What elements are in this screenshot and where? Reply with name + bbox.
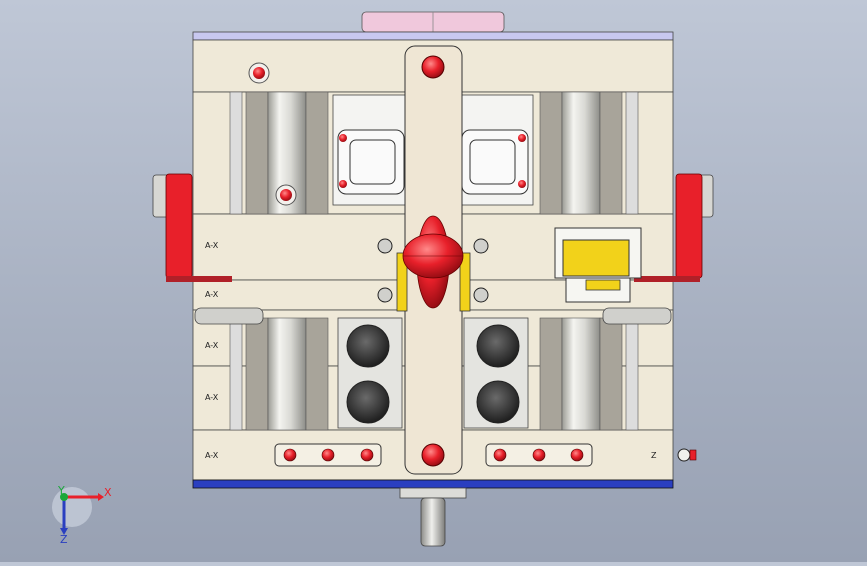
yellow-indicator-block bbox=[554, 227, 642, 303]
y-axis-label: Y bbox=[57, 484, 65, 497]
center-release-knob bbox=[402, 215, 464, 309]
gray-lock-screws bbox=[377, 238, 489, 303]
top-locating-ring bbox=[361, 11, 505, 33]
plate-label: A-X bbox=[205, 341, 219, 350]
plate-label: A-X bbox=[205, 393, 219, 402]
x-axis-label: X bbox=[104, 486, 112, 499]
coolant-fitting bbox=[677, 448, 697, 462]
ejector-pockets bbox=[337, 317, 529, 429]
lower-guide-pillars bbox=[229, 317, 639, 431]
right-side-handle bbox=[634, 173, 714, 282]
corner-mark: Z bbox=[651, 451, 657, 460]
plate-label: A-X bbox=[205, 451, 219, 460]
plate-label: A-X bbox=[205, 241, 219, 250]
side-locking-blocks bbox=[194, 307, 672, 325]
z-axis-label: Z bbox=[60, 533, 68, 546]
axis-triad: X Y Z bbox=[52, 484, 112, 546]
red-bolts bbox=[248, 55, 584, 467]
left-side-handle bbox=[152, 173, 232, 282]
ejector-shaft bbox=[399, 487, 467, 547]
plate-label: A-X bbox=[205, 290, 219, 299]
upper-guide-pillars bbox=[229, 91, 639, 215]
blue-base-plate bbox=[192, 479, 674, 489]
top-clamp-plate bbox=[192, 31, 674, 41]
